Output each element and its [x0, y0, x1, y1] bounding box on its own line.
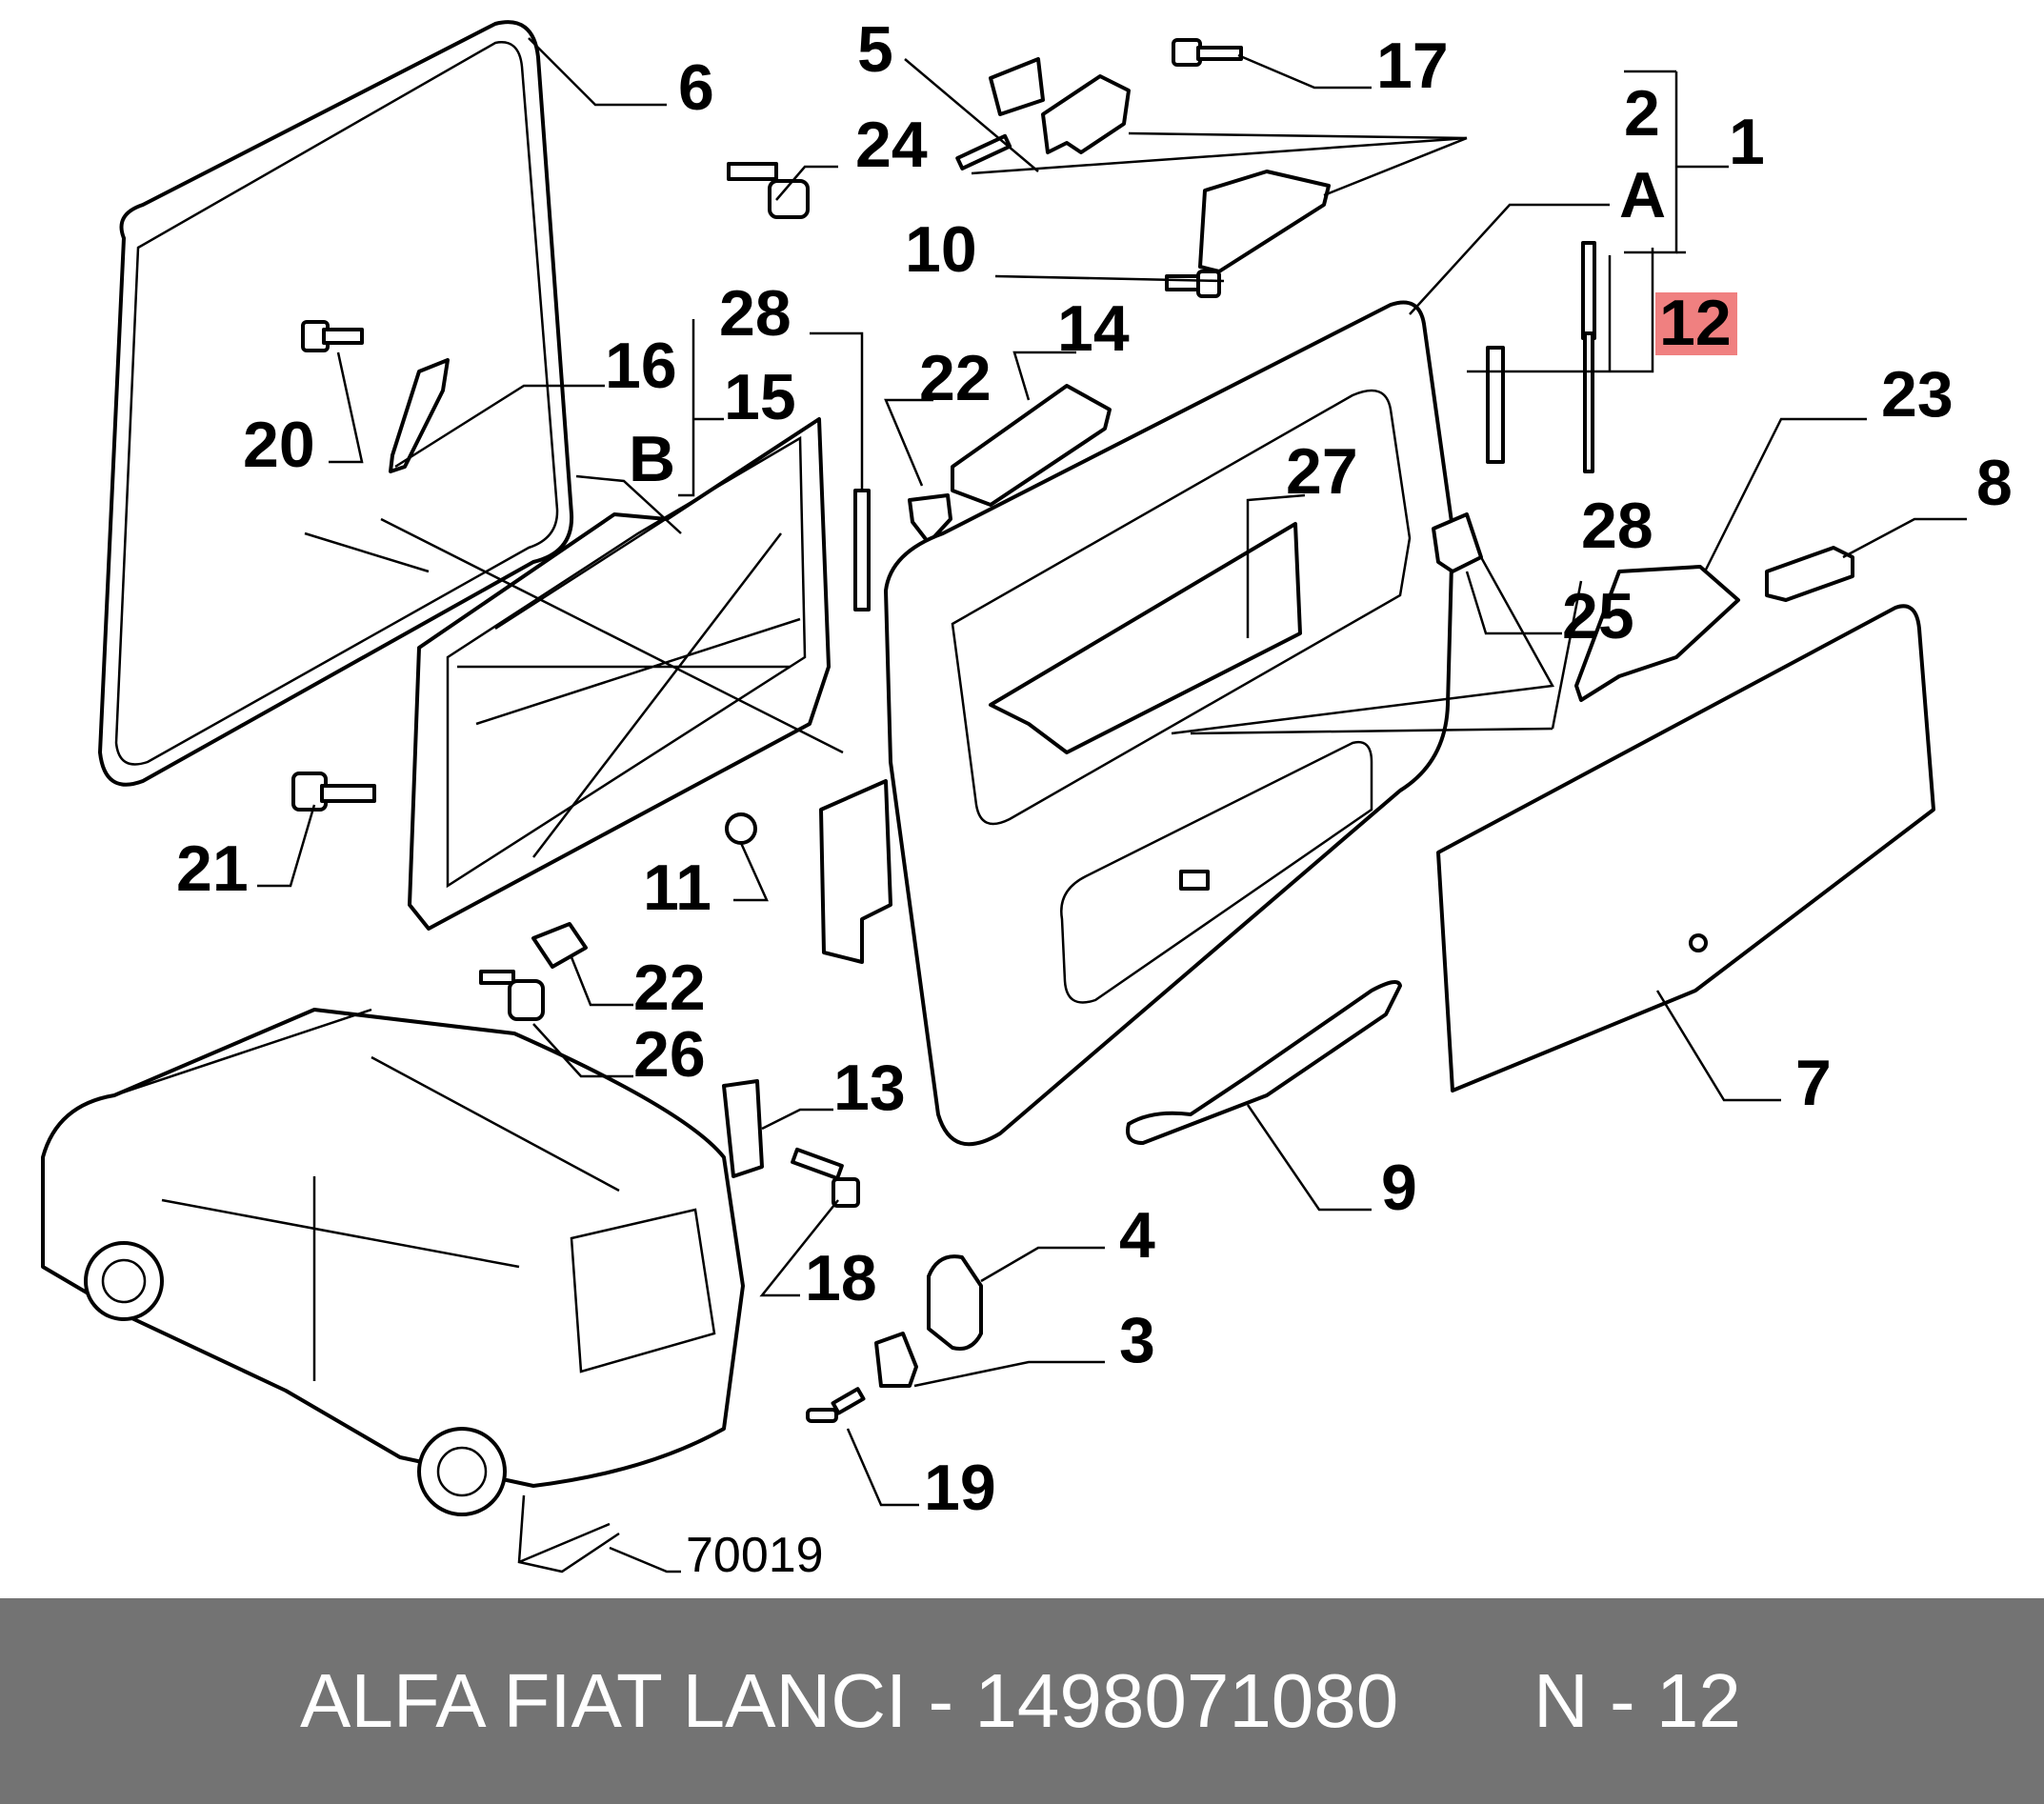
callout-b: B [629, 423, 675, 495]
callout-12: 12 [1659, 287, 1732, 359]
callout-22-upper: 22 [919, 342, 992, 414]
footer-callout-reference: N - 12 [1533, 1658, 1741, 1743]
callout-3: 3 [1119, 1304, 1155, 1376]
callout-18: 18 [805, 1242, 877, 1314]
part-17-bolt [1172, 38, 1243, 67]
callout-1: 1 [1729, 106, 1765, 178]
callout-8: 8 [1976, 447, 2013, 519]
callout-19: 19 [924, 1452, 996, 1524]
footer-part-number: ALFA FIAT LANCI - 1498071080 [300, 1658, 1399, 1743]
callout-22-lower: 22 [633, 952, 706, 1024]
part-13-latch [722, 1079, 764, 1178]
callout-21: 21 [176, 832, 249, 905]
callout-17: 17 [1376, 30, 1449, 102]
callout-14: 14 [1057, 292, 1130, 365]
part-9-handle-trim [1126, 980, 1402, 1145]
callout-5: 5 [857, 13, 893, 86]
part-26-bumper [479, 970, 545, 1021]
part-6-seal [98, 20, 574, 787]
part-3-cap [874, 1332, 918, 1388]
part-5-plate [989, 57, 1045, 116]
part-28-strip-right [1486, 346, 1505, 464]
part-11-grommet [725, 812, 757, 845]
part-4-handle-base [927, 1254, 983, 1351]
part-25-bracket [1432, 512, 1483, 573]
part-28-strip-left [853, 489, 871, 611]
callout-7: 7 [1795, 1047, 1832, 1119]
part-21-bolt [291, 772, 376, 812]
part-15-trim-panel [408, 417, 831, 931]
callout-15: 15 [724, 361, 796, 433]
callout-27: 27 [1286, 435, 1358, 508]
callout-13: 13 [833, 1052, 906, 1124]
callout-12-highlight [1655, 292, 1737, 355]
part-22-clip-lower [531, 922, 588, 969]
callout-25: 25 [1562, 580, 1634, 652]
part-14-bracket [951, 384, 1112, 507]
callout-26: 26 [633, 1018, 706, 1091]
part-10-bolt [1165, 270, 1221, 298]
vehicle-overview [41, 1008, 745, 1573]
callout-23: 23 [1881, 358, 1954, 431]
footer-bar: ALFA FIAT LANCI - 1498071080 N - 12 [0, 1598, 2044, 1804]
callout-10: 10 [905, 213, 977, 286]
callout-6: 6 [678, 51, 714, 124]
part-19-screw [806, 1387, 866, 1423]
part-27-glass-strip [989, 522, 1302, 754]
part-7-rear-glass [1436, 604, 1935, 1092]
callout-labels: 1 2 A 3 4 5 6 7 8 9 10 11 12 13 14 15 16… [176, 13, 2013, 1583]
part-23-trim [1574, 565, 1740, 702]
part-8-pad [1765, 546, 1854, 602]
part-24-bumper [727, 162, 810, 219]
figure-reference: 70019 [686, 1528, 824, 1583]
callout-28-lower: 28 [1581, 490, 1653, 562]
part-12-gas-strut [1581, 241, 1596, 473]
leader-lines [257, 37, 1967, 1573]
callout-24: 24 [855, 109, 928, 181]
part-22-clip-upper [908, 493, 952, 545]
part-16-strap [389, 358, 450, 473]
callout-9: 9 [1381, 1152, 1417, 1224]
callout-28-upper: 28 [719, 277, 792, 350]
part-2-hinge [955, 74, 1331, 273]
exploded-parts-diagram: 1 2 A 3 4 5 6 7 8 9 10 11 12 13 14 15 16… [41, 13, 2013, 1583]
part-20-bolt [301, 320, 364, 352]
tailgate-door [884, 300, 1454, 1147]
callout-2: 2 [1624, 77, 1660, 150]
callout-4: 4 [1119, 1199, 1155, 1272]
part-18-bolt [791, 1147, 860, 1208]
tailgate-inner-sheet [819, 779, 892, 964]
callout-11: 11 [643, 852, 711, 924]
callout-20: 20 [243, 409, 315, 481]
callout-16: 16 [605, 330, 677, 402]
callout-a: A [1619, 159, 1666, 231]
